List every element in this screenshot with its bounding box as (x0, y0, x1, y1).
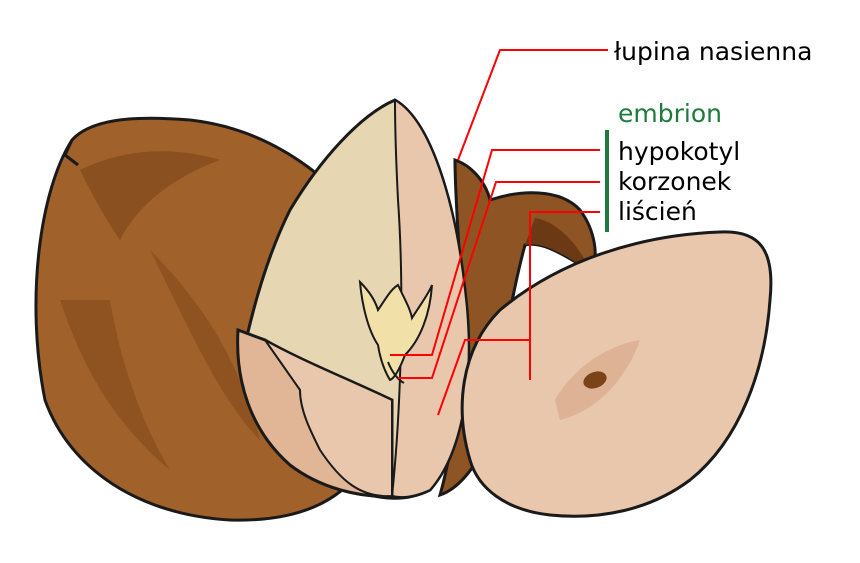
cut-kernel (236, 98, 471, 500)
label-radicle: korzonek (618, 167, 732, 196)
label-hypocotyl: hypokotyl (618, 137, 741, 166)
leader-radicle (398, 181, 600, 379)
label-cotyledon: liścień (618, 197, 697, 226)
leader-cotyledon (529, 211, 600, 380)
leader-seed-coat (457, 49, 608, 161)
leader-lines (390, 49, 608, 416)
leader-hypocotyl (390, 149, 600, 356)
label-seed-coat: łupina nasienna (614, 37, 813, 66)
label-embryo-group: embrion (618, 99, 722, 128)
leader-cotyledon-branch (437, 339, 530, 416)
cotyledon-half (460, 230, 773, 518)
